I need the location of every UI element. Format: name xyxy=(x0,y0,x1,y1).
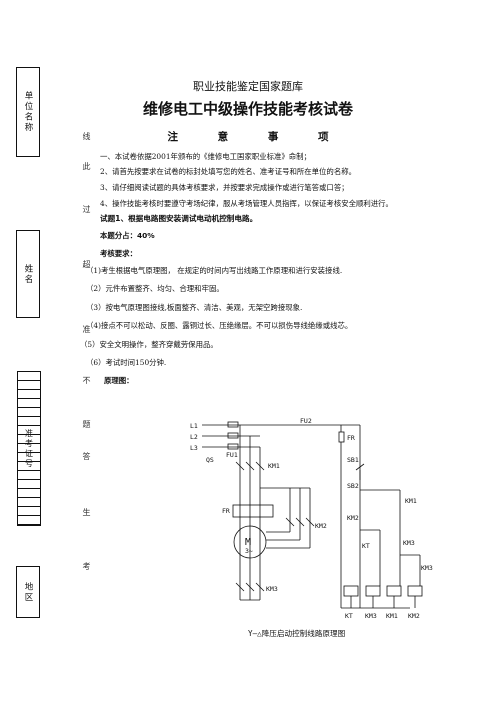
label-M: M xyxy=(245,537,251,548)
label-KM1: KM1 xyxy=(268,462,280,470)
requirement-item: （2）元件布置整齐、均匀、合理和牢固。 xyxy=(86,284,224,293)
label-KM3: KM3 xyxy=(266,585,278,593)
seal-char: 超 xyxy=(82,260,91,268)
exam-number-label: 准考证号 xyxy=(24,428,34,469)
label-SB2: SB2 xyxy=(347,482,359,490)
requirement-item: （6）考试时间150分钟. xyxy=(86,358,167,367)
seal-char: 准 xyxy=(82,325,91,333)
label-FU1: FU1 xyxy=(226,451,238,459)
coil-label: KM3 xyxy=(365,612,377,620)
label-FU2: FU2 xyxy=(300,417,312,425)
note-item: 一、本试卷依据2001年颁布的《维修电工国家职业标准》命制； xyxy=(100,152,311,161)
label-SB1: SB1 xyxy=(347,456,359,464)
requirement-item: （3）按电气原理图接线,板面整齐、清洁、美观，无架空跨接现象. xyxy=(86,303,303,312)
seal-char: 过 xyxy=(82,205,91,213)
label-FR-contact: FR xyxy=(347,434,355,442)
label-L3: L3 xyxy=(190,444,198,452)
bank-subtitle: 职业技能鉴定国家题库 xyxy=(193,80,303,93)
requirement-item: （4)接点不可以松动、反圈、露铜过长、压绝缘层。不可以损伤导线绝缘或线芯。 xyxy=(86,321,353,330)
question-score: 本题分占：40% xyxy=(100,231,155,240)
seal-char: 答 xyxy=(82,452,91,460)
coil-label: KM2 xyxy=(408,612,420,620)
note-item: 4、操作技能考核时要遵守考场纪律，服从考场管理人员指挥，以保证考核安全顺利进行。 xyxy=(100,199,393,208)
label-KM3b: KM3 xyxy=(421,564,433,572)
unit-name-label: 单位名称 xyxy=(23,91,33,133)
region-label: 地区 xyxy=(23,581,33,603)
label-KM1-contact: KM1 xyxy=(405,497,417,505)
label-3phase: 3~ xyxy=(245,547,253,555)
exam-title: 维修电工中级操作技能考核试卷 xyxy=(142,100,353,118)
seal-char: 不 xyxy=(82,376,91,384)
coil-label: KM1 xyxy=(386,612,398,620)
region-box: 地区 xyxy=(16,566,40,618)
question-title: 试题1、根据电路图安装调试电动机控制电路。 xyxy=(100,214,258,223)
label-KT-contact: KT xyxy=(362,542,370,550)
note-item: 3、请仔细阅读试题的具体考核要求，并按要求完成操作或进行笔答或口答； xyxy=(100,183,349,192)
seal-char: 考 xyxy=(82,562,91,570)
requirement-item: （1)考生根据电气原理图， 在规定的时间内写出线路工作原理和进行安装接线. xyxy=(86,266,343,275)
notice-heading: 注 意 事 项 xyxy=(167,131,347,143)
exam-number-grid: 准考证号 xyxy=(17,371,41,526)
label-L1: L1 xyxy=(190,422,198,430)
label-KM2: KM2 xyxy=(315,522,327,530)
label-FR: FR xyxy=(222,507,230,515)
diagram-caption: Y—△降压启动控制线路原理图 xyxy=(248,628,345,638)
label-KM3-contact: KM3 xyxy=(403,539,415,547)
diagram-heading: 原理图： xyxy=(104,376,134,385)
unit-name-box: 单位名称 xyxy=(16,67,40,157)
coil-label: KT xyxy=(345,612,353,620)
name-label: 姓名 xyxy=(23,263,33,285)
label-L2: L2 xyxy=(190,433,198,441)
name-box: 姓名 xyxy=(16,230,40,318)
seal-char: 此 xyxy=(82,162,91,170)
seal-char: 线 xyxy=(82,132,91,140)
requirements-heading: 考核要求： xyxy=(100,249,137,258)
note-item: 2、请首先按要求在试卷的标封处填写您的姓名、准考证号和所在单位的名称。 xyxy=(100,167,356,176)
seal-char: 题 xyxy=(82,420,91,428)
label-KM2-contact: KM2 xyxy=(347,514,359,522)
label-QS: QS xyxy=(206,456,214,464)
requirement-item: （5）安全文明操作，整齐穿戴劳保用品。 xyxy=(80,340,218,349)
seal-char: 生 xyxy=(82,508,91,516)
